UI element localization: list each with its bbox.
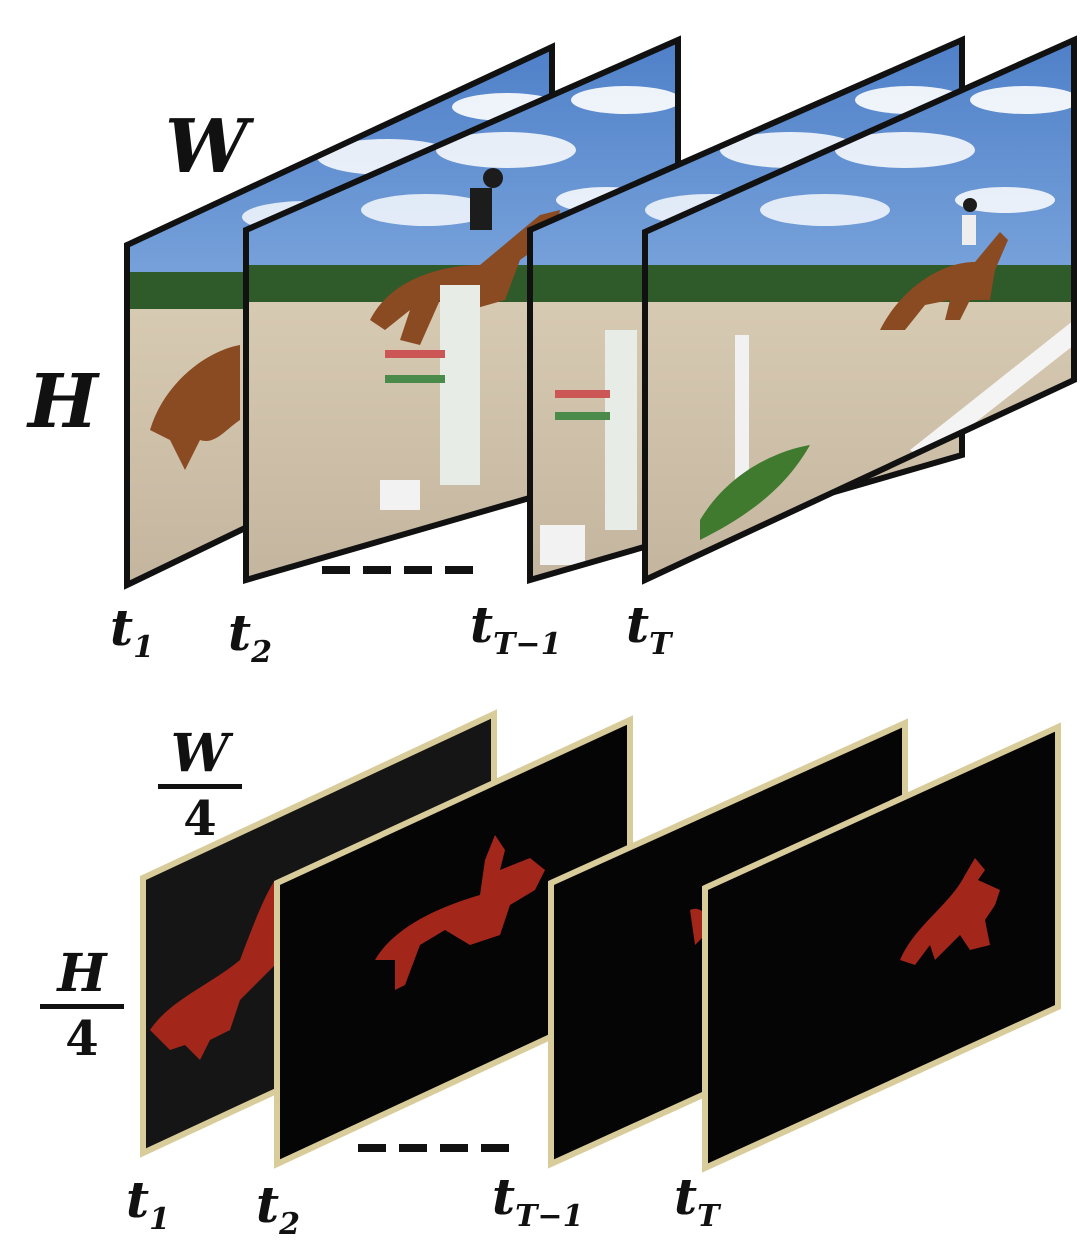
mask-object-4: [900, 858, 1000, 965]
mask-object-2: [375, 835, 545, 990]
mask-time-label-t1: t1: [126, 1170, 170, 1237]
height-fraction-label: H 4: [40, 948, 124, 1063]
mask-time-label-tT: tT: [674, 1167, 720, 1234]
video-frame-3: [527, 35, 965, 584]
mask-object-1: [150, 880, 285, 1060]
video-frame-4: [642, 35, 1077, 585]
width-fraction-label: W 4: [158, 728, 242, 843]
width-label: W: [165, 104, 249, 190]
mask-time-label-t2: t2: [256, 1175, 300, 1242]
time-label-tT: tT: [626, 595, 672, 662]
time-label-t2: t2: [228, 603, 272, 670]
time-label-tT-1: tT−1: [470, 595, 562, 662]
height-label: H: [28, 359, 98, 445]
mask-frame-4: [702, 722, 1061, 1173]
time-label-t1: t1: [110, 598, 154, 665]
mask-time-label-tT-1: tT−1: [492, 1167, 584, 1234]
